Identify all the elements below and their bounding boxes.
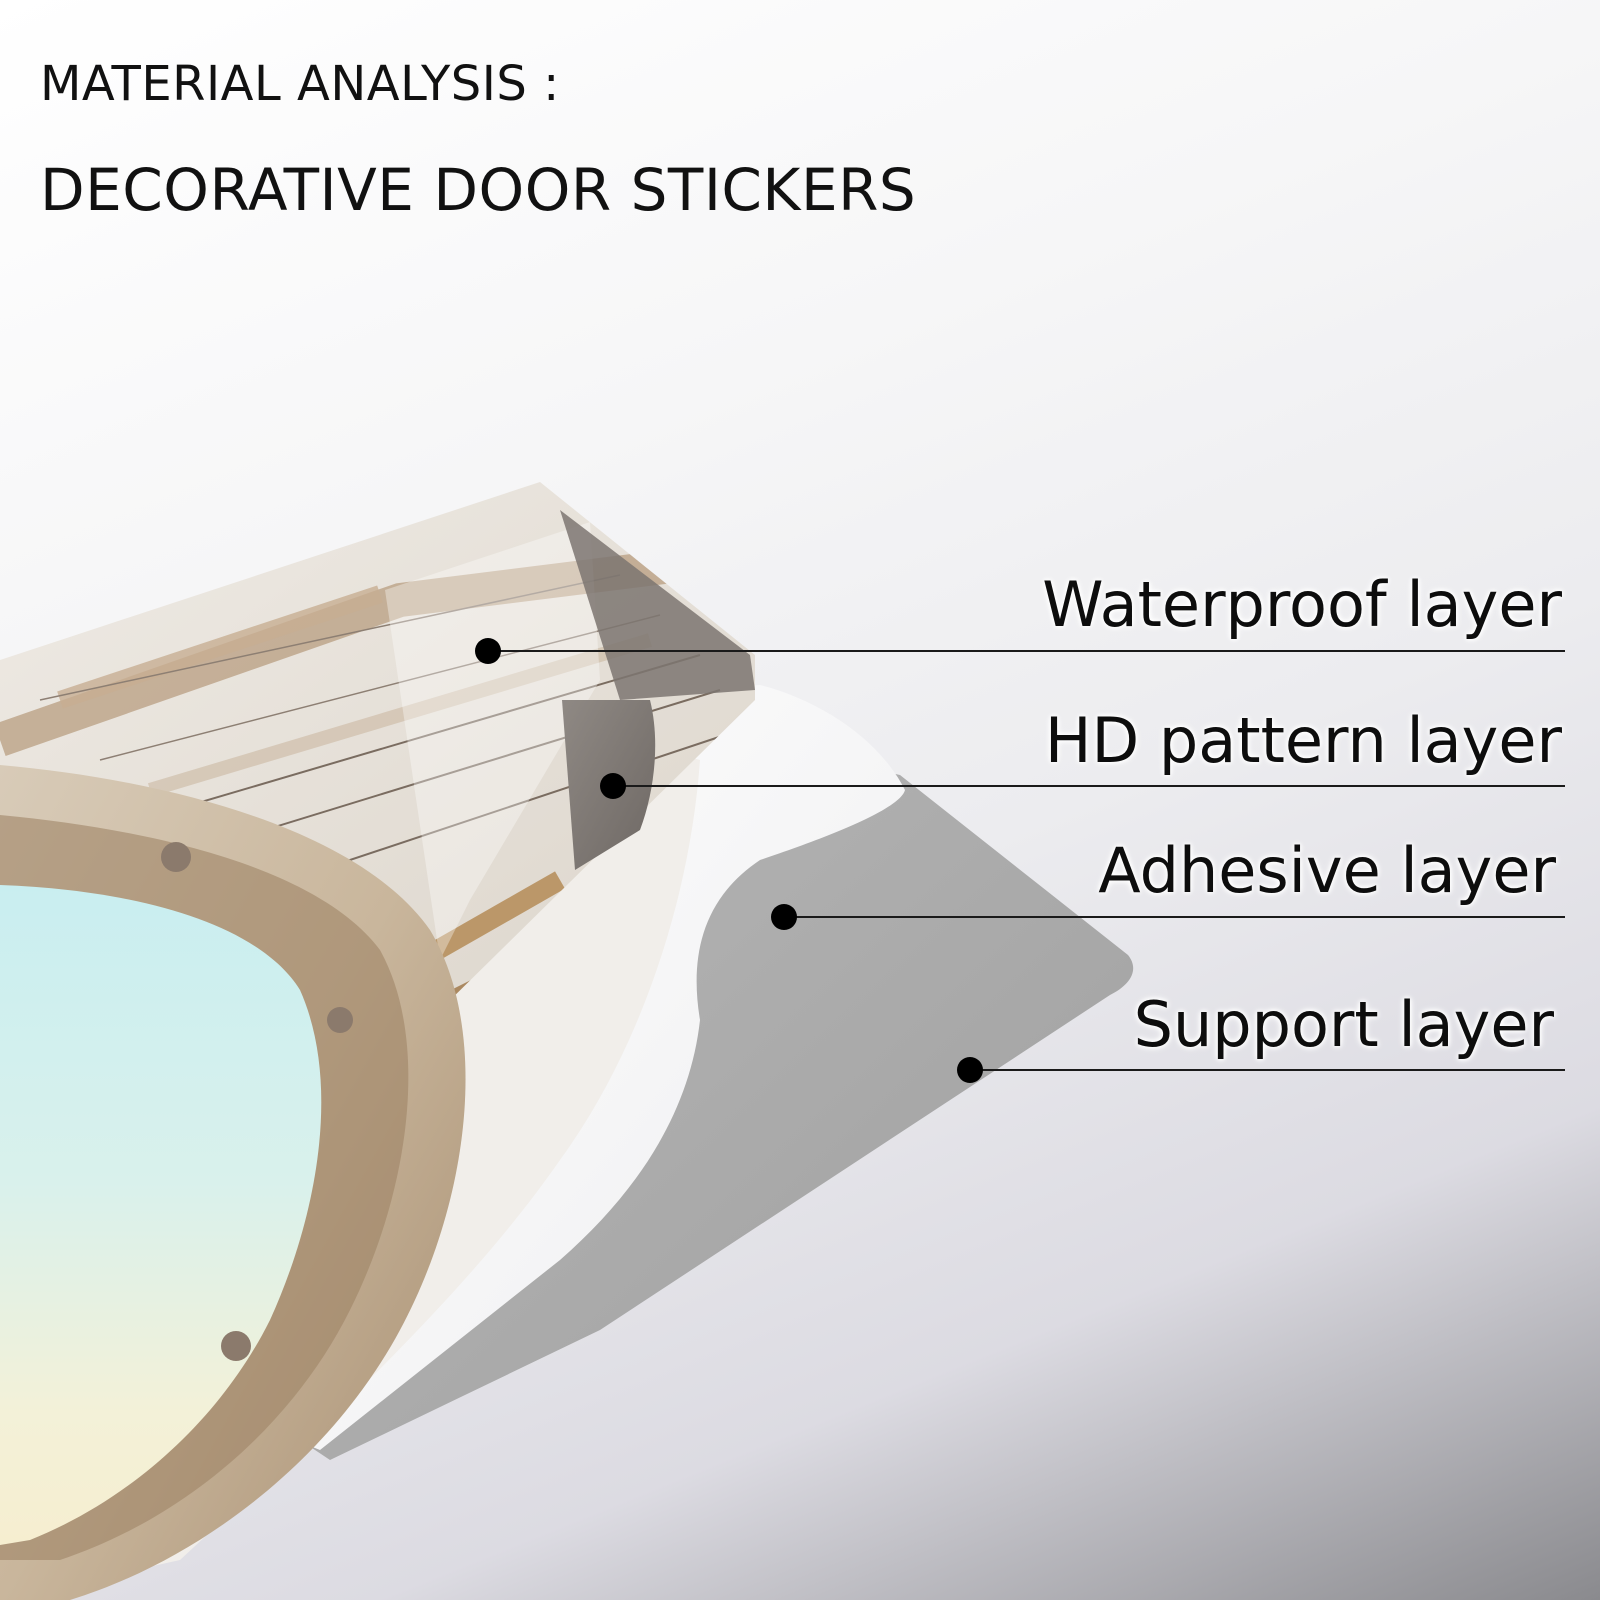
porthole-window	[0, 765, 466, 1600]
waterproof-film-fold	[385, 522, 600, 960]
porthole-bolt	[161, 842, 191, 872]
callout-support	[957, 1057, 1565, 1083]
callout-adhesive	[771, 904, 1565, 930]
porthole-bolt	[327, 1007, 353, 1033]
porthole-glass	[0, 885, 322, 1545]
title-product-name: DECORATIVE DOOR STICKERS	[40, 156, 917, 224]
label-waterproof-layer: Waterproof layer	[1042, 568, 1562, 641]
label-support-layer: Support layer	[1133, 988, 1554, 1061]
label-hd-pattern-layer: HD pattern layer	[1044, 704, 1562, 777]
peeled-corner-top	[560, 510, 755, 700]
callout-waterproof	[475, 638, 1565, 664]
callout-pattern	[600, 773, 1565, 799]
label-adhesive-layer: Adhesive layer	[1098, 834, 1556, 907]
porthole-bolt	[221, 1331, 251, 1361]
title-material-analysis: MATERIAL ANALYSIS :	[40, 56, 560, 112]
